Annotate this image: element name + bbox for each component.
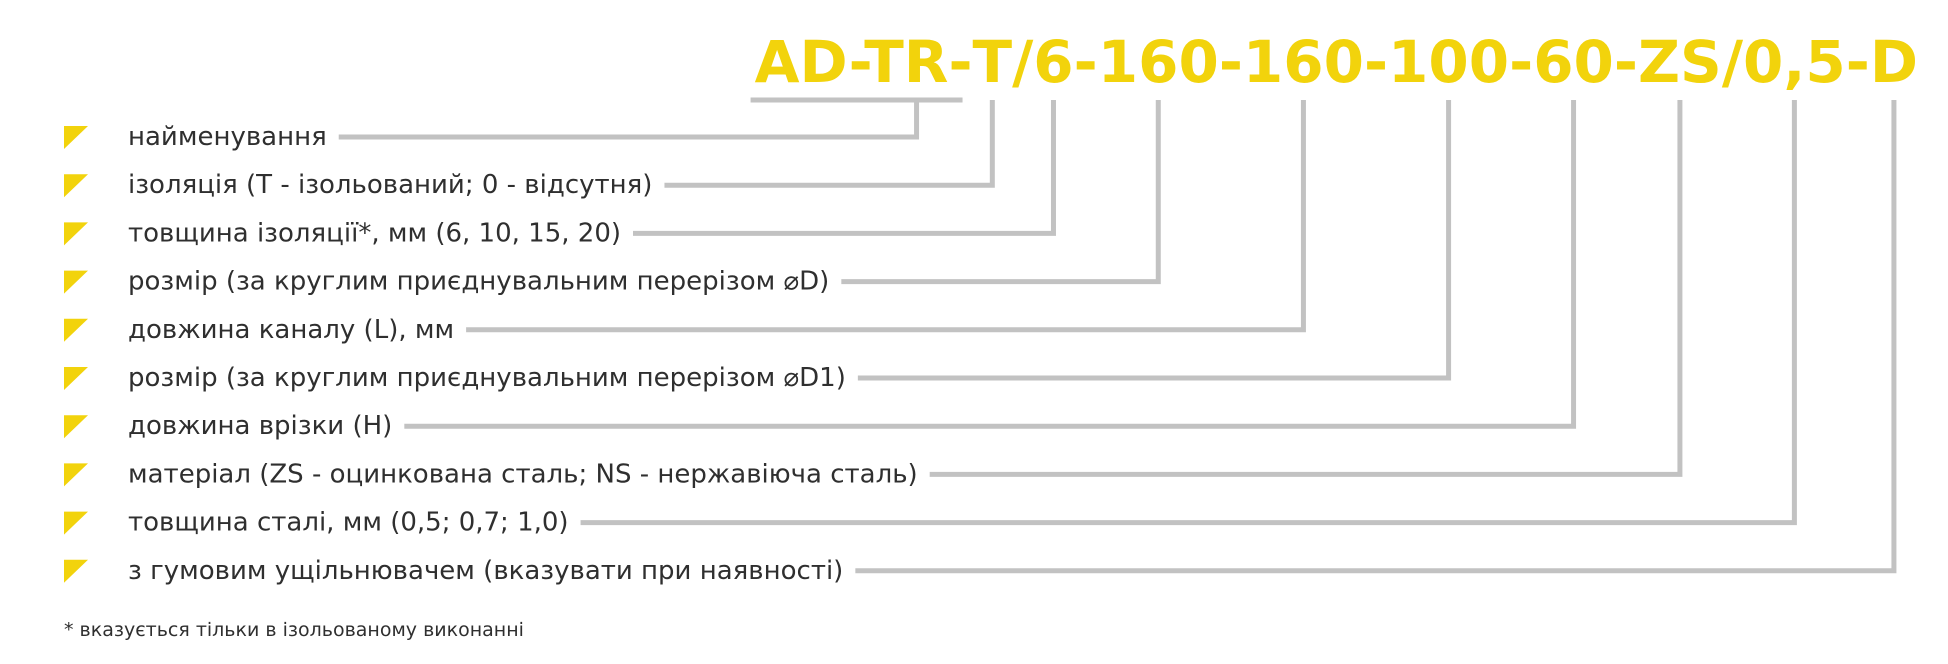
legend-item: найменування (64, 122, 327, 152)
code-segment-16: - (1846, 28, 1870, 96)
code-segment-4: - (1074, 28, 1098, 96)
connector-line (664, 100, 995, 188)
legend-item-label: матеріал (ZS - оцинкована сталь; NS - не… (128, 459, 918, 489)
yellow-triangle-bullet-icon (64, 270, 88, 294)
yellow-triangle-bullet-icon (64, 511, 88, 535)
yellow-triangle-bullet-icon (64, 174, 88, 198)
connector-line (855, 100, 1897, 574)
legend-item-label: товщина ізоляції*, мм (6, 10, 15, 20) (128, 218, 621, 248)
connector-line (841, 100, 1161, 285)
legend-item: товщина ізоляції*, мм (6, 10, 15, 20) (64, 218, 621, 248)
product-code: AD-TR-T/6-160-160-100-60-ZS/0,5-D (755, 28, 1918, 96)
yellow-triangle-bullet-icon (64, 318, 88, 342)
legend-item: розмір (за круглим приєднувальним перері… (64, 267, 829, 297)
legend-item: товщина сталі, мм (0,5; 0,7; 1,0) (64, 508, 569, 538)
yellow-triangle-bullet-icon (64, 367, 88, 390)
connector-line (466, 100, 1306, 333)
code-segment-17: D (1870, 28, 1918, 96)
code-segment-6: - (1219, 28, 1243, 96)
yellow-triangle-bullet-icon (64, 415, 88, 439)
legend-item-label: ізоляція (T - ізольований; 0 - відсутня) (128, 170, 652, 200)
code-segment-10: - (1509, 28, 1533, 96)
code-segment-8: - (1364, 28, 1388, 96)
code-segment-0: AD-TR- (755, 28, 973, 96)
yellow-triangle-bullet-icon (64, 222, 88, 246)
code-segment-9: 100 (1388, 28, 1509, 96)
code-segment-5: 160 (1098, 28, 1219, 96)
legend-list: найменування ізоляція (T - ізольований; 0… (64, 122, 918, 586)
connector-line (338, 100, 920, 140)
legend-item: ізоляція (T - ізольований; 0 - відсутня) (64, 170, 652, 200)
legend-item: матеріал (ZS - оцинкована сталь; NS - не… (64, 459, 918, 489)
code-segment-11: 60 (1533, 28, 1614, 96)
yellow-triangle-bullet-icon (64, 559, 88, 583)
connector-line (929, 100, 1683, 477)
code-segment-1: T (973, 28, 1013, 96)
connector-lines (338, 97, 1897, 574)
yellow-triangle-bullet-icon (64, 463, 88, 487)
footnote: * вказується тільки в ізольованому викон… (64, 619, 524, 641)
connector-line (633, 100, 1056, 236)
legend-item-label: найменування (128, 122, 327, 152)
legend-item: довжина каналу (L), мм (64, 315, 454, 345)
code-segment-14: / (1722, 28, 1744, 96)
code-segment-13: ZS (1638, 28, 1722, 96)
connector-line (857, 100, 1452, 381)
legend-item: довжина врізки (H) (64, 411, 392, 441)
legend-item-label: розмір (за круглим приєднувальним перері… (128, 363, 846, 393)
legend-item-label: розмір (за круглим приєднувальним перері… (128, 267, 829, 297)
code-segment-2: / (1012, 28, 1034, 96)
yellow-triangle-bullet-icon (64, 126, 88, 149)
code-segment-12: - (1614, 28, 1638, 96)
connector-line (580, 100, 1797, 526)
legend-item: розмір (за круглим приєднувальним перері… (64, 363, 846, 393)
code-segment-15: 0,5 (1743, 28, 1846, 96)
legend-item-label: довжина каналу (L), мм (128, 315, 454, 345)
code-segment-3: 6 (1033, 28, 1073, 96)
legend-item-label: з гумовим ущільнювачем (вказувати при на… (128, 556, 843, 586)
legend-item-label: товщина сталі, мм (0,5; 0,7; 1,0) (128, 508, 569, 538)
legend-item-label: довжина врізки (H) (128, 411, 392, 441)
connector-line (404, 100, 1577, 429)
code-segment-7: 160 (1243, 28, 1364, 96)
legend-item: з гумовим ущільнювачем (вказувати при на… (64, 556, 843, 586)
